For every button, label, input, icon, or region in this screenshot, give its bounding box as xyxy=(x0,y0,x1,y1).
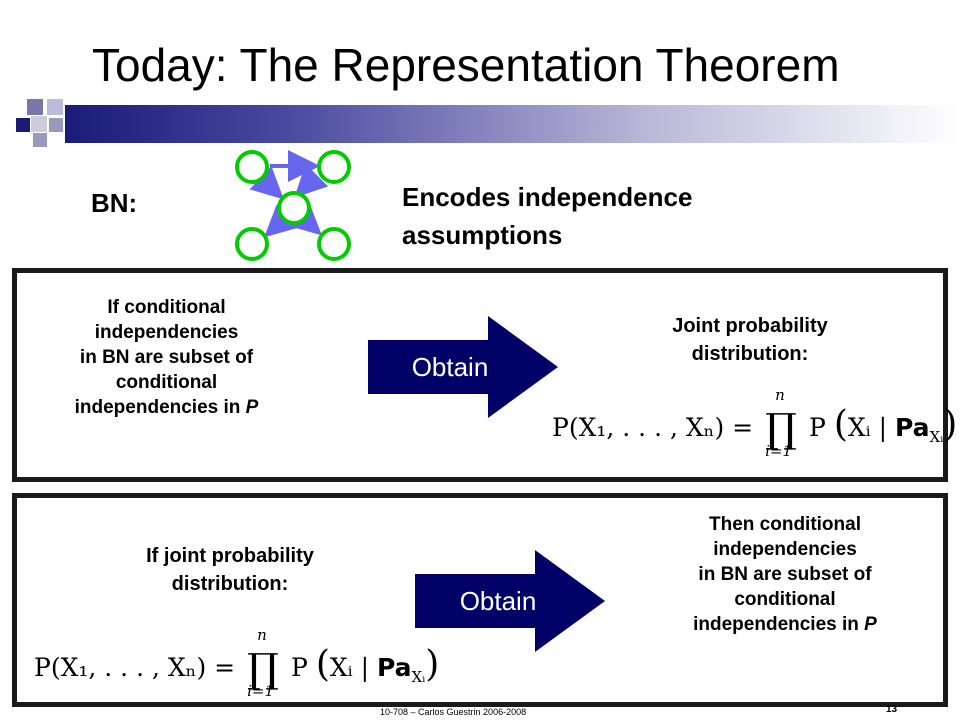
node-top-right xyxy=(317,150,351,184)
box2-left-line: distribution: xyxy=(171,573,289,595)
box2-right-line: Then conditional xyxy=(709,514,861,535)
box1-right-line: Joint probability xyxy=(672,315,828,337)
box2-right-line: conditional xyxy=(734,589,836,610)
product-symbol: ∏ xyxy=(765,406,797,452)
theorem-box-1 xyxy=(12,268,948,482)
box2-result-text: Then conditional independencies in BN ar… xyxy=(650,512,920,637)
edge-tr-center xyxy=(294,163,329,198)
obtain-arrow-1 xyxy=(368,316,558,418)
factorization-formula-2: P(X₁, . . . , Xₙ) = n ∏ i=1 P (Xᵢ | PaXᵢ… xyxy=(34,626,440,700)
encodes-text: Encodes independence assumptions xyxy=(402,178,692,254)
box1-result-text: Joint probability distribution: xyxy=(610,312,890,368)
formula-xi: Xᵢ | xyxy=(329,653,378,682)
encodes-line-2: assumptions xyxy=(402,220,563,250)
obtain-label-1: Obtain xyxy=(411,352,489,382)
theorem-box-2 xyxy=(12,493,948,707)
box1-left-line: independencies xyxy=(94,322,239,343)
formula-pa-sub: Xᵢ xyxy=(411,668,426,686)
formula-open-paren: ( xyxy=(833,404,848,445)
italic-p: P xyxy=(245,397,259,418)
box1-right-line: distribution: xyxy=(691,343,809,365)
box2-left-line: If joint probability xyxy=(146,545,314,567)
box1-left-line: conditional xyxy=(115,372,218,393)
title-gradient-bar xyxy=(65,105,960,143)
product-symbol: ∏ xyxy=(247,646,279,692)
formula-close-paren: ) xyxy=(425,644,440,685)
formula-lhs: P(X₁, . . . , Xₙ) = xyxy=(34,653,236,682)
edge-center-bl xyxy=(264,203,299,238)
formula-rhs-p: P xyxy=(809,413,826,442)
formula-rhs-p: P xyxy=(291,653,308,682)
formula-xi: Xᵢ | xyxy=(847,413,896,442)
factorization-formula-1: P(X₁, . . . , Xₙ) = n ∏ i=1 P (Xᵢ | PaXᵢ… xyxy=(552,386,958,460)
box1-left-line: independencies in P xyxy=(74,397,259,418)
node-bottom-right xyxy=(317,227,351,261)
obtain-label-2: Obtain xyxy=(459,586,537,616)
box1-condition-text: If conditional independencies in BN are … xyxy=(34,295,299,420)
formula-pa: Pa xyxy=(895,413,930,442)
bn-label: BN: xyxy=(91,188,138,218)
edge-tl-center xyxy=(249,165,284,200)
obtain-arrow-2 xyxy=(415,550,605,652)
formula-upper: n xyxy=(775,386,785,404)
box1-left-line: in BN are subset of xyxy=(79,347,254,368)
formula-lower: i=1 xyxy=(765,442,792,460)
formula-pa: Pa xyxy=(377,653,412,682)
encodes-line-1: Encodes independence xyxy=(402,182,693,212)
node-top-left xyxy=(235,150,269,184)
footer-credit: 10-708 – Carlos Guestrin 2006-2008 xyxy=(380,707,527,717)
formula-close-paren: ) xyxy=(943,404,958,445)
formula-upper: n xyxy=(257,626,267,644)
box2-condition-text: If joint probability distribution: xyxy=(90,542,370,598)
formula-open-paren: ( xyxy=(315,644,330,685)
italic-p: P xyxy=(864,614,877,635)
edge-center-br xyxy=(287,201,322,236)
decorative-squares xyxy=(16,99,63,147)
page-number: 13 xyxy=(886,704,898,715)
formula-lhs: P(X₁, . . . , Xₙ) = xyxy=(552,413,754,442)
box2-right-line: in BN are subset of xyxy=(698,564,872,585)
box2-right-line: independencies in P xyxy=(693,614,877,635)
node-bottom-left xyxy=(235,227,269,261)
page-title: Today: The Representation Theorem xyxy=(92,39,840,91)
formula-pa-sub: Xᵢ xyxy=(929,428,944,446)
bayes-net-diagram xyxy=(235,150,351,261)
box1-left-line: If conditional xyxy=(107,297,226,318)
formula-lower: i=1 xyxy=(247,682,274,700)
node-center xyxy=(277,191,311,225)
box2-right-line: independencies xyxy=(713,539,857,560)
